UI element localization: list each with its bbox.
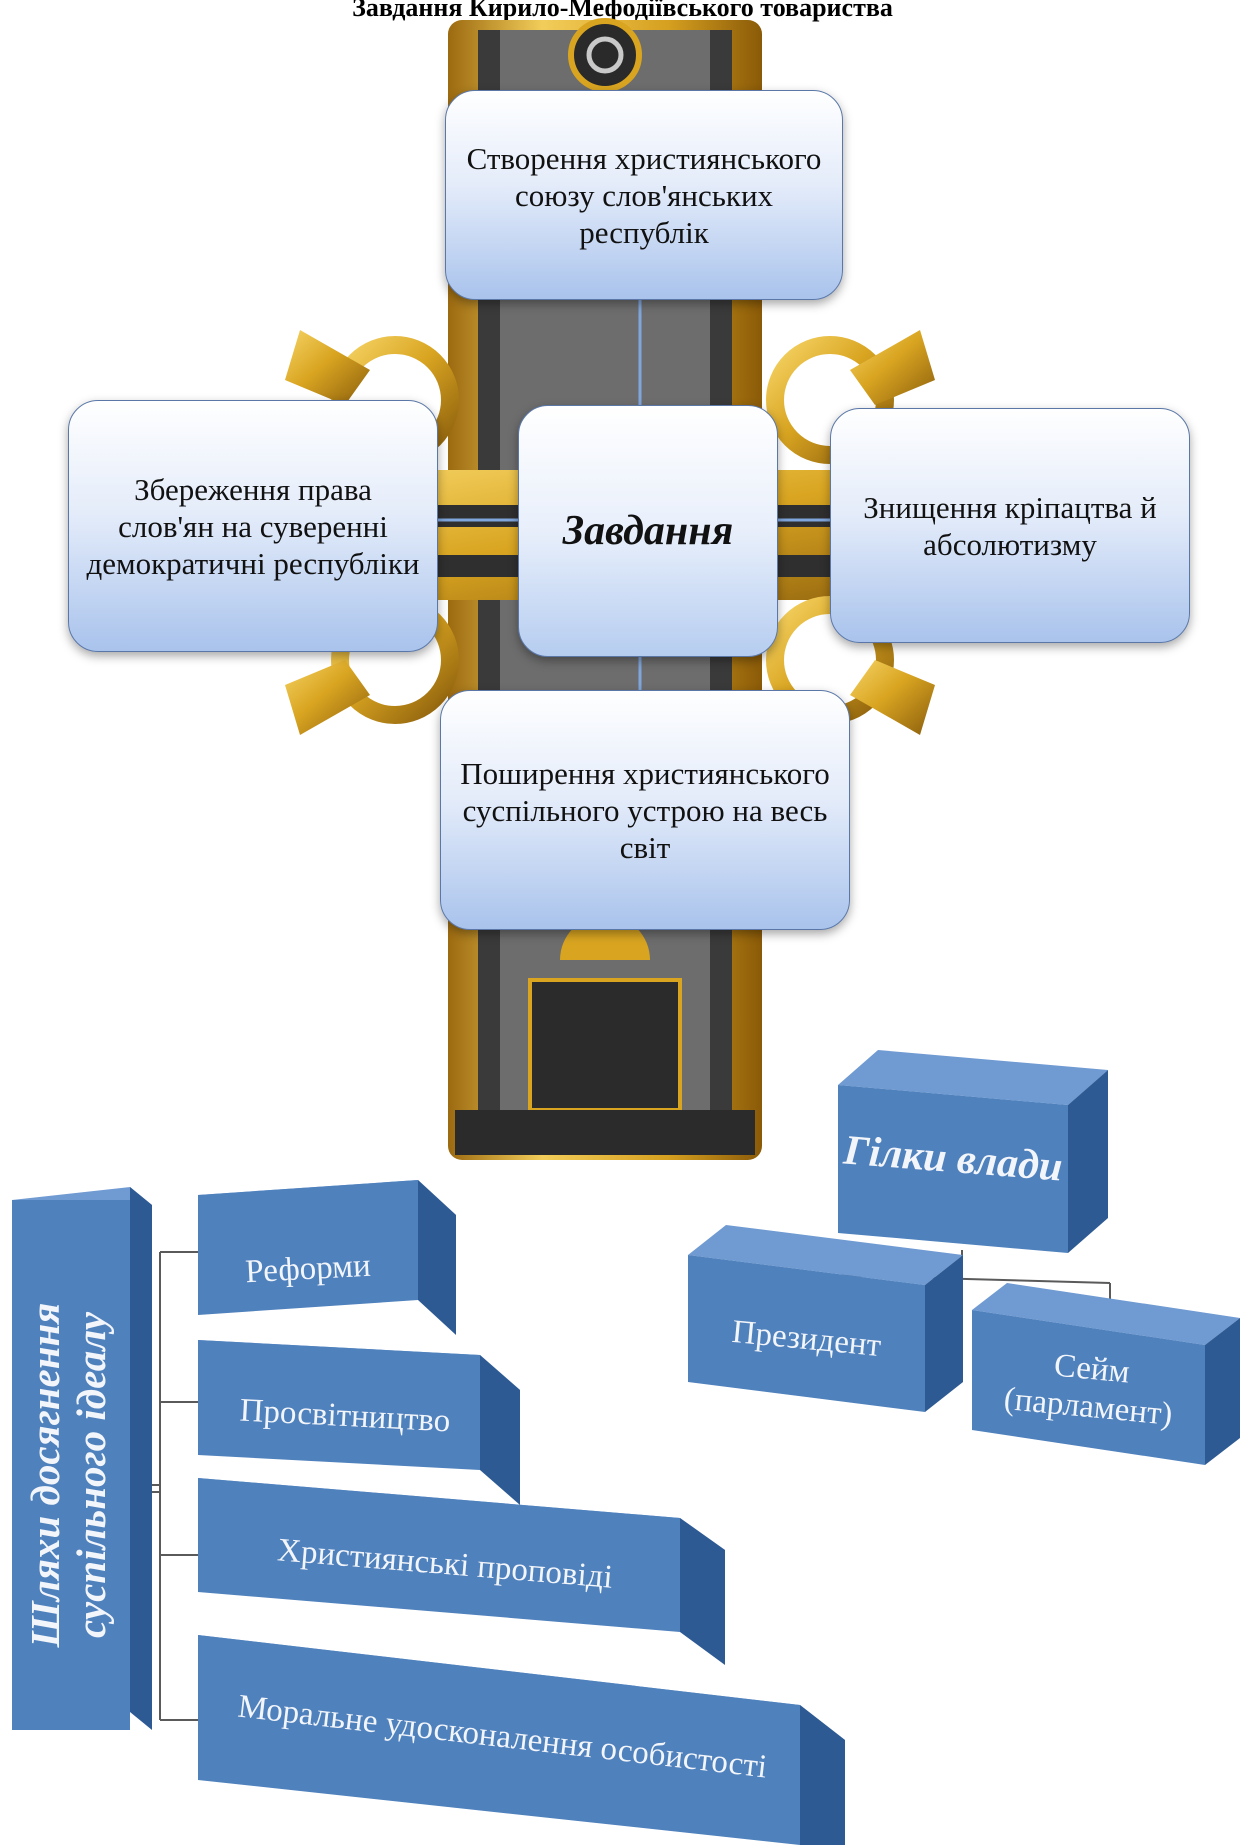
ways-slab-3 — [198, 1478, 725, 1665]
branch-slab-sejm — [972, 1283, 1240, 1465]
ways-slab-4 — [198, 1635, 845, 1845]
page-title: Завдання Кирило-Мефодіївського товариств… — [352, 0, 893, 22]
ways-title: Шляхи досягнення суспільного ідеалу — [22, 1270, 114, 1680]
ways-title-slab — [12, 1187, 152, 1730]
task-box-top: Створення християнського союзу слов'янсь… — [445, 90, 843, 300]
center-label: Завдання — [562, 507, 734, 554]
task-box-right: Знищення кріпацтва й абсолютизму — [830, 408, 1190, 643]
branch-slab-president — [688, 1225, 963, 1412]
center-box: Завдання — [518, 405, 778, 657]
ways-slab-1 — [198, 1180, 456, 1335]
ways-title-line2: суспільного ідеалу — [68, 1311, 114, 1639]
branches-title-slab — [838, 1050, 1108, 1253]
task-box-bottom: Поширення християнського суспільного уст… — [440, 690, 850, 930]
task-right-text: Знищення кріпацтва й абсолютизму — [863, 489, 1157, 562]
task-left-text: Збереження права слов'ян на суверенні де… — [86, 471, 420, 581]
ways-title-line1: Шляхи досягнення — [22, 1302, 68, 1648]
ways-slab-2 — [198, 1340, 520, 1505]
task-box-left: Збереження права слов'ян на суверенні де… — [68, 400, 438, 652]
task-top-text: Створення християнського союзу слов'янсь… — [466, 140, 822, 250]
task-bottom-text: Поширення християнського суспільного уст… — [460, 755, 830, 865]
